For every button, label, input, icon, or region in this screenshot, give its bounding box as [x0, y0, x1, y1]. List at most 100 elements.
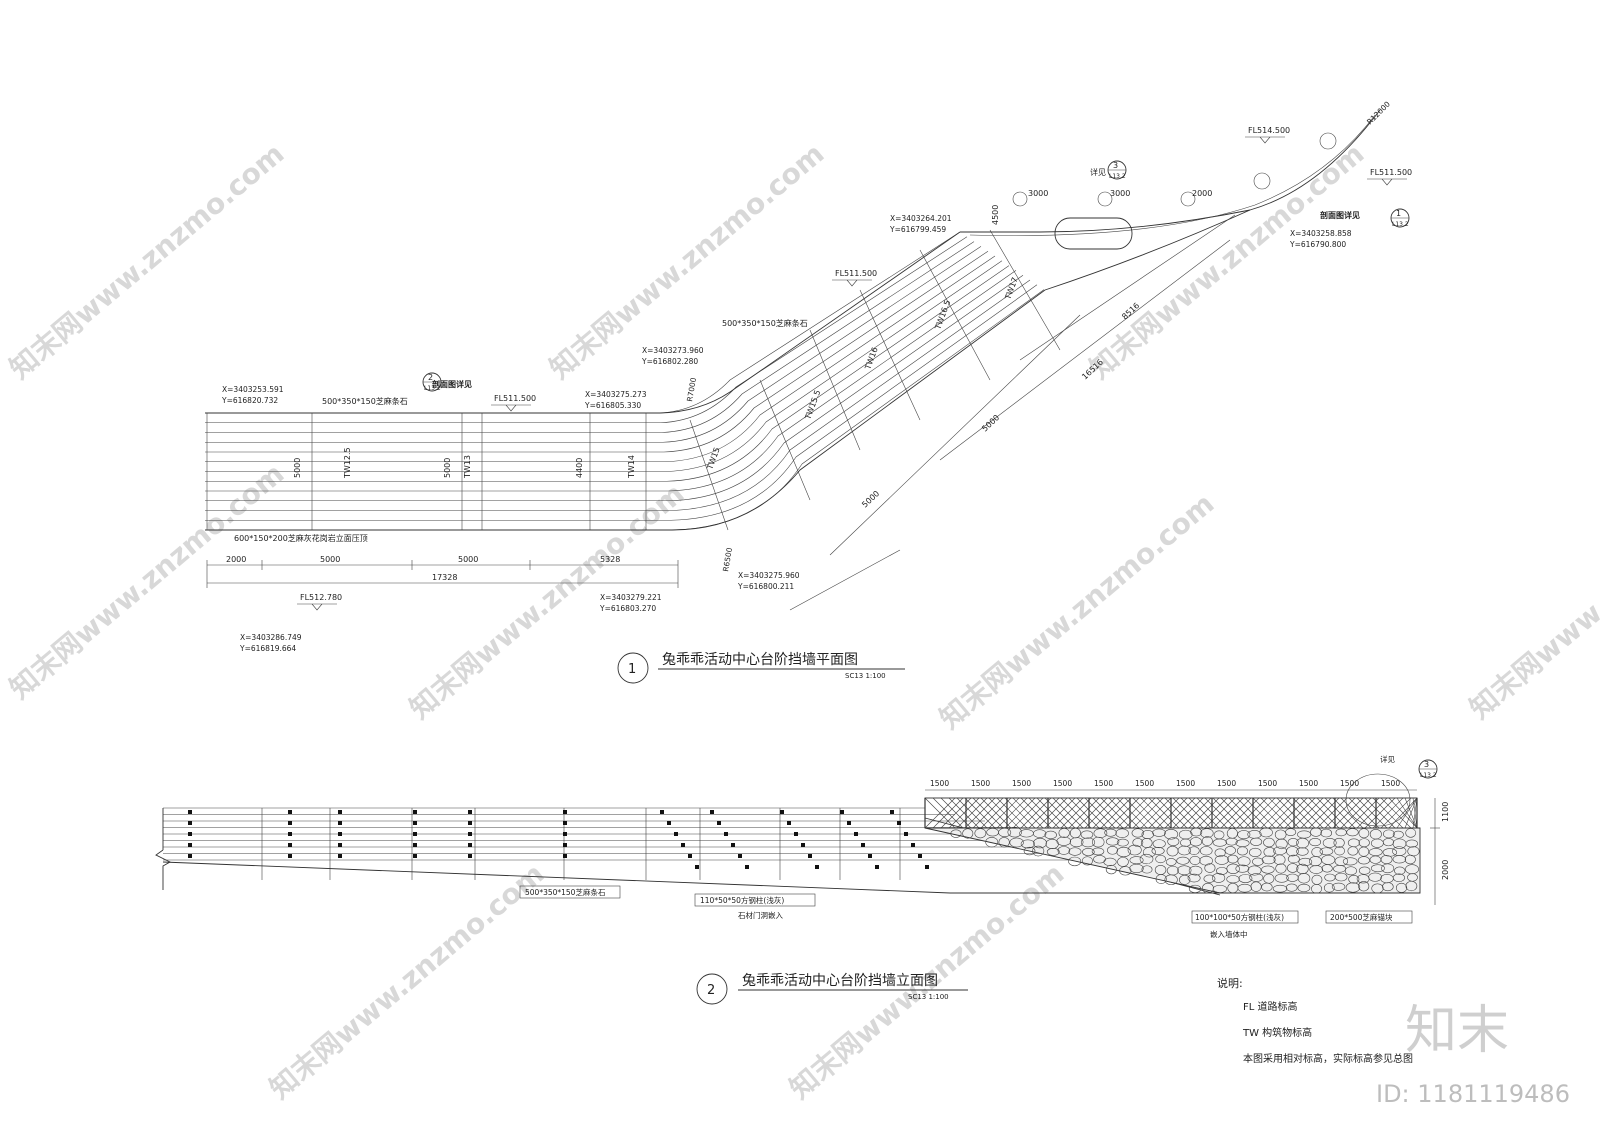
plan-callout[interactable]: 1 L13.2	[1390, 208, 1410, 228]
post-marker	[338, 854, 342, 858]
hatch-line	[1340, 797, 1372, 829]
stone-cell	[1285, 883, 1298, 892]
svg-text:X=3403275.273: X=3403275.273	[585, 390, 647, 399]
svg-text:剖面图详见: 剖面图详见	[432, 379, 472, 389]
stone-cell	[1392, 855, 1407, 864]
post-marker	[413, 821, 417, 825]
stone-cell	[1082, 848, 1095, 856]
hatch-line	[1068, 797, 1100, 829]
stone-cell	[1091, 847, 1105, 856]
right-dim: 2000	[1441, 860, 1450, 880]
svg-text:100*100*50方钢柱(浅灰): 100*100*50方钢柱(浅灰)	[1195, 912, 1284, 922]
stone-cell	[1155, 854, 1166, 864]
hatch-line	[1012, 797, 1044, 829]
watermark-text: 知末网www.znzmo.com	[263, 857, 550, 1105]
hatch-line	[972, 797, 1004, 829]
stone-cell	[1297, 883, 1311, 893]
top-dim: 1500	[1381, 779, 1400, 788]
stone-cell	[1274, 873, 1289, 883]
svg-text:110*50*50方钢柱(浅灰): 110*50*50方钢柱(浅灰)	[700, 895, 784, 905]
stone-cell	[1129, 856, 1144, 865]
bottom-dim: 5000	[458, 555, 478, 564]
stone-cell	[1298, 857, 1313, 867]
hatch-line	[1260, 797, 1292, 829]
stone-cell	[1069, 837, 1084, 848]
stone-cell	[1321, 864, 1333, 873]
hatch-line	[980, 797, 1012, 829]
stone-cell	[1107, 846, 1118, 855]
hatch-line	[1292, 797, 1324, 829]
elev-callout[interactable]: 3 L13.2	[1345, 759, 1438, 827]
stone-cell	[1334, 872, 1348, 882]
post-marker	[667, 821, 671, 825]
plan-circles	[1012, 132, 1337, 207]
plan-callout[interactable]: 3 L13.2	[1107, 160, 1127, 180]
stone-cell	[1310, 827, 1322, 837]
hatch-line	[1244, 797, 1276, 829]
stone-cell	[1058, 828, 1070, 838]
plan-callout[interactable]: 2 L13.2	[422, 372, 442, 392]
post-marker	[468, 832, 472, 836]
stone-cell	[1129, 863, 1144, 874]
stone-cell	[1394, 866, 1406, 875]
stone-cell	[1309, 838, 1322, 847]
stone-cell	[1187, 873, 1201, 883]
stone-cell	[1068, 856, 1082, 867]
legend-line: TW 构筑物标高	[1242, 1026, 1312, 1039]
hatch-line	[1412, 797, 1418, 829]
svg-text:3000: 3000	[1028, 189, 1048, 198]
post-marker	[660, 810, 664, 814]
railing-hatch	[924, 797, 1418, 829]
post-marker	[911, 843, 915, 847]
post-marker	[288, 832, 292, 836]
stone-cell	[1296, 847, 1309, 856]
stone-cell	[1200, 828, 1214, 839]
plan-step-line	[205, 265, 1010, 482]
logo-text: 知末	[1405, 1001, 1509, 1061]
stone-cell	[1323, 883, 1335, 893]
post-marker	[861, 843, 865, 847]
stone-cell	[1190, 827, 1203, 837]
post-marker	[188, 821, 192, 825]
svg-text:TW13: TW13	[463, 455, 472, 479]
post-marker	[717, 821, 721, 825]
plan-step-line	[205, 284, 1038, 521]
watermark-logo: 知末 ID: 1181119486	[1376, 1001, 1570, 1108]
svg-text:3000: 3000	[1110, 189, 1130, 198]
post-marker	[288, 843, 292, 847]
svg-text:石材门洞嵌入: 石材门洞嵌入	[738, 910, 783, 920]
stone-cell	[1322, 837, 1337, 848]
svg-text:FL511.500: FL511.500	[494, 394, 536, 403]
plan-scale: SC13 1:100	[845, 672, 886, 680]
legend-line: 本图采用相对标高，实际标高参见总图	[1243, 1052, 1413, 1065]
stone-cell	[950, 829, 962, 838]
post-marker	[847, 821, 851, 825]
stone-cell	[1237, 830, 1251, 840]
stone-cell	[1259, 827, 1273, 838]
stair-marker	[1054, 217, 1133, 250]
post-marker	[681, 843, 685, 847]
top-dim: 1500	[971, 779, 990, 788]
svg-text:R12000: R12000	[1365, 99, 1392, 126]
stone-cell	[1261, 865, 1275, 874]
stone-cell	[1334, 846, 1345, 856]
stone-cell	[1020, 839, 1035, 849]
watermark-layer: 知末网www.znzmo.com 知末网www.znzmo.com 知末网www…	[3, 137, 1600, 1105]
stone-cell	[974, 828, 987, 839]
stone-cell	[1080, 830, 1094, 839]
svg-text:2000: 2000	[1192, 189, 1212, 198]
stone-cell	[1080, 837, 1096, 848]
hatch-line	[1164, 797, 1196, 829]
stone-cell	[1057, 846, 1071, 855]
stone-cell	[1368, 872, 1382, 882]
stone-cell	[1404, 854, 1416, 865]
hatch-line	[1092, 797, 1124, 829]
svg-text:TW14: TW14	[627, 455, 636, 479]
stone-cell	[1405, 880, 1418, 892]
hatch-line	[1284, 797, 1316, 829]
top-dim: 1500	[1299, 779, 1318, 788]
post-marker	[925, 865, 929, 869]
right-dim: 1100	[1441, 802, 1450, 822]
stone-cell	[1164, 829, 1179, 840]
